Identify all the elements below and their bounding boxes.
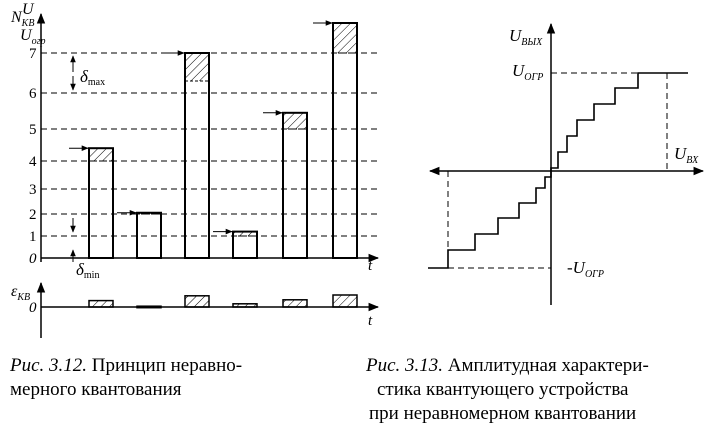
caption-figure-3-13-line2: стика квантующего устройства — [377, 379, 629, 400]
negative-limit-label: -UОГР — [567, 258, 604, 280]
level-label-2: 2 — [29, 207, 37, 223]
y-axis-label-u-limit: Uогр — [20, 27, 45, 47]
error-bar-5 — [282, 299, 308, 308]
sample-bars — [69, 20, 358, 260]
caption-figure-3-12-prefix: Рис. 3.12. — [10, 355, 88, 376]
level-label-5: 5 — [29, 122, 37, 138]
y-axis-label-n: NКВ — [10, 9, 34, 29]
error-bar-4 — [232, 303, 258, 308]
sample-bar-hatch-5 — [283, 112, 307, 129]
caption-figure-3-13-line1: Амплитудная характери- — [447, 355, 649, 376]
level-label-4: 4 — [29, 154, 37, 170]
caption-figure-3-12-line1: Принцип неравно- — [91, 355, 243, 376]
sample-bar-6 — [332, 22, 358, 259]
level-lines — [41, 52, 378, 237]
caption-figure-3-13-prefix: Рис. 3.13. — [366, 355, 444, 376]
staircase-curve — [428, 72, 688, 269]
level-label-1: 1 — [29, 229, 37, 245]
y-axis-label-u: U — [22, 1, 35, 18]
zero-label: 0 — [29, 251, 37, 267]
sample-bar-5 — [282, 111, 308, 259]
caption-figure-3-12-line2: мерного квантования — [10, 379, 182, 400]
sample-bar-2 — [136, 211, 162, 259]
level-labels: 1 2 3 4 5 6 7 — [29, 46, 37, 245]
output-axis-label: UВЫХ — [509, 26, 543, 48]
error-t-label: t — [368, 313, 373, 329]
caption-figure-3-13-line3: при неравномерном квантовании — [369, 403, 637, 424]
level-label-3: 3 — [29, 182, 37, 198]
error-bars — [88, 294, 358, 309]
t-axis-label: t — [368, 258, 373, 274]
caption-figure-3-12: Рис. 3.12. Принцип неравно- мерного кван… — [10, 354, 242, 402]
sample-bar-4 — [232, 230, 258, 260]
caption-figure-3-13: Рис. 3.13. Амплитудная характери- стика … — [366, 354, 649, 426]
sample-bar-hatch-4 — [233, 231, 257, 236]
level-label-7: 7 — [29, 46, 37, 62]
error-bar-6 — [332, 294, 358, 308]
amplitude-characteristic: UВЫХ UВХ UОГР -UОГР — [428, 22, 705, 305]
sample-bar-hatch-6 — [333, 23, 357, 53]
sample-bar-hatch-1 — [89, 148, 113, 161]
positive-limit-label: UОГР — [512, 61, 543, 83]
error-zero-label: 0 — [29, 300, 37, 316]
sample-bar-hatch-3 — [185, 53, 209, 81]
delta-min-label: δmin — [76, 260, 99, 281]
error-axis-label: εКВ — [11, 283, 30, 303]
error-bar-1 — [88, 299, 114, 308]
delta-max-label: δmax — [80, 67, 105, 88]
level-label-6: 6 — [29, 86, 37, 102]
error-bar-2 — [136, 305, 162, 309]
error-bar-3 — [184, 295, 210, 308]
sample-bar-1 — [88, 147, 114, 259]
input-axis-label: UВХ — [674, 144, 699, 166]
quantization-diagram: NКВ U Uогр 1 2 3 4 5 6 7 0 t — [10, 1, 380, 338]
sample-bar-3 — [184, 52, 210, 259]
